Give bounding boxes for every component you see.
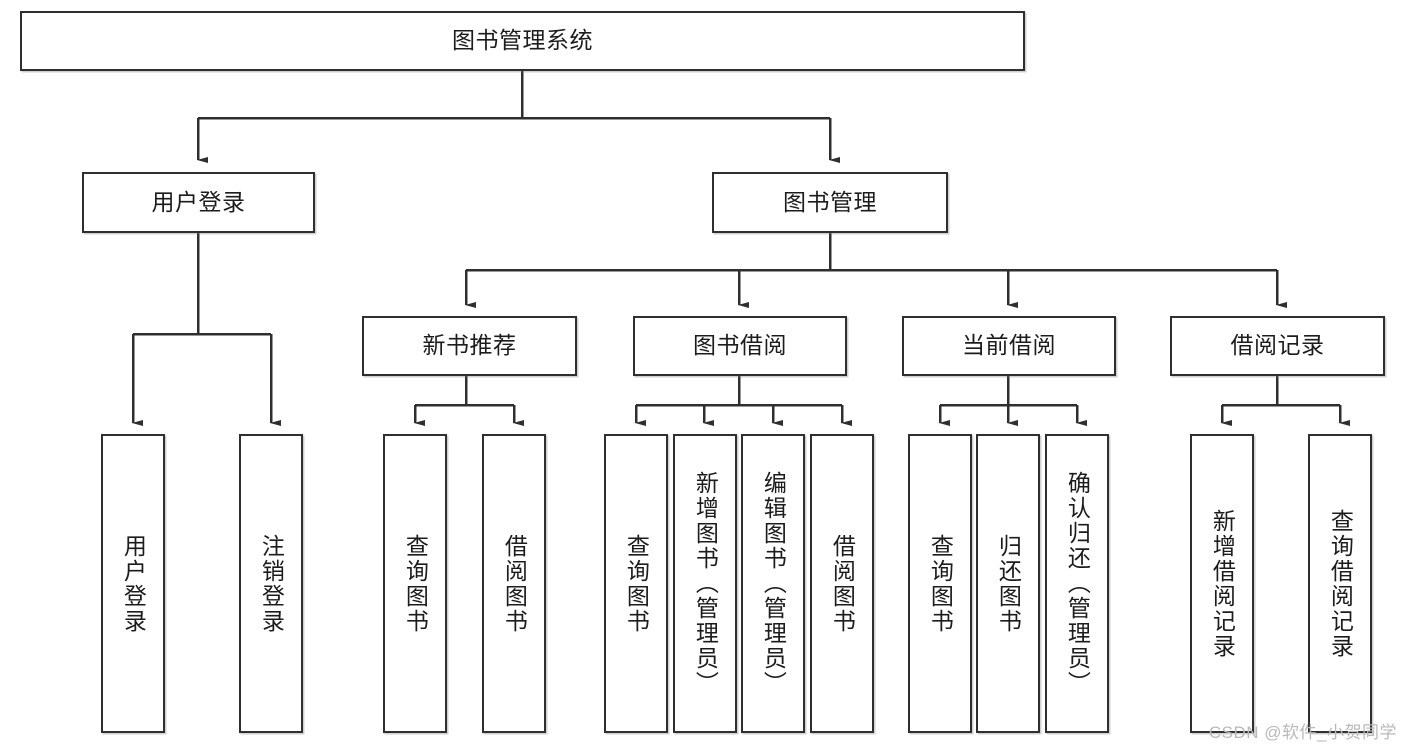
- node-label: 查询图书: [927, 533, 954, 634]
- leaf-borrow-edit-book[interactable]: 编辑图书（管理员）: [741, 434, 805, 733]
- leaf-logout[interactable]: 注销登录: [239, 434, 303, 733]
- leaf-record-add[interactable]: 新增借阅记录: [1190, 434, 1254, 733]
- node-label: 借阅图书: [829, 533, 856, 634]
- node-new-book-recommend[interactable]: 新书推荐: [362, 316, 577, 376]
- node-current-borrow[interactable]: 当前借阅: [902, 316, 1116, 376]
- node-label: 注销登录: [258, 533, 285, 634]
- node-label: 查询图书: [623, 533, 650, 634]
- node-label: 用户登录: [151, 188, 246, 215]
- watermark-text: CSDN @软件_小贺同学: [1208, 723, 1397, 742]
- leaf-user-login[interactable]: 用户登录: [101, 434, 165, 733]
- node-label: 查询图书: [402, 533, 429, 634]
- node-root-system[interactable]: 图书管理系统: [20, 11, 1025, 71]
- node-label: 新增借阅记录: [1209, 508, 1236, 659]
- node-label: 图书管理: [783, 188, 877, 215]
- leaf-new-book-query[interactable]: 查询图书: [383, 434, 447, 733]
- node-label: 确认归还（管理员）: [1064, 471, 1091, 696]
- leaf-current-query-book[interactable]: 查询图书: [908, 434, 972, 733]
- leaf-current-return-book[interactable]: 归还图书: [976, 434, 1040, 733]
- leaf-borrow-query-book[interactable]: 查询图书: [604, 434, 668, 733]
- node-borrow-record[interactable]: 借阅记录: [1170, 316, 1385, 376]
- leaf-current-confirm-return[interactable]: 确认归还（管理员）: [1045, 434, 1109, 733]
- leaf-new-book-borrow[interactable]: 借阅图书: [482, 434, 546, 733]
- node-book-borrow[interactable]: 图书借阅: [633, 316, 847, 376]
- node-book-management[interactable]: 图书管理: [712, 172, 948, 233]
- node-label: 新书推荐: [422, 332, 517, 359]
- node-label: 借阅记录: [1230, 332, 1325, 359]
- node-user-login[interactable]: 用户登录: [82, 172, 315, 233]
- leaf-borrow-borrow-book[interactable]: 借阅图书: [810, 434, 874, 733]
- node-label: 用户登录: [120, 533, 147, 634]
- leaf-borrow-add-book[interactable]: 新增图书（管理员）: [673, 434, 737, 733]
- node-label: 查询借阅记录: [1327, 508, 1354, 659]
- node-label: 借阅图书: [501, 533, 528, 634]
- node-label: 图书管理系统: [452, 27, 593, 54]
- node-label: 新增图书（管理员）: [692, 471, 719, 696]
- node-label: 当前借阅: [962, 332, 1056, 359]
- node-label: 图书借阅: [693, 332, 787, 359]
- leaf-record-query[interactable]: 查询借阅记录: [1308, 434, 1372, 733]
- node-label: 编辑图书（管理员）: [760, 471, 787, 696]
- node-label: 归还图书: [995, 533, 1022, 634]
